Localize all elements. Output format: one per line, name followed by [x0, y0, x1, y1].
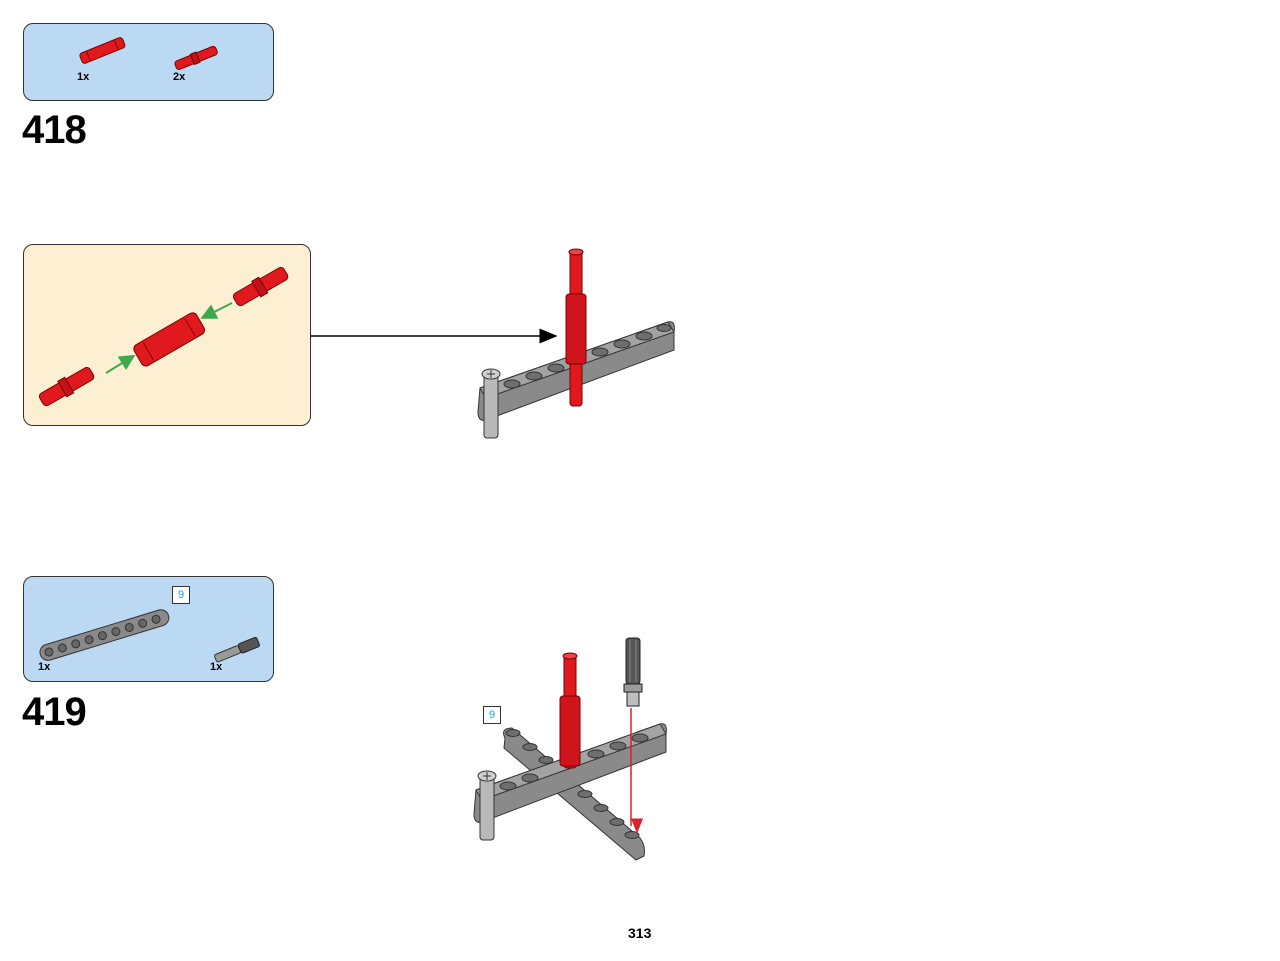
step-419-model — [473, 637, 667, 861]
gray-beam-9-icon — [39, 609, 170, 661]
red-axle-assembly — [565, 248, 587, 407]
red-axle-pin-icon — [38, 366, 95, 407]
red-axle-assembly — [559, 652, 581, 769]
red-axle-connector-icon — [79, 37, 126, 64]
step-number-419: 419 — [22, 690, 87, 734]
length-badge: 9 — [172, 586, 190, 604]
gray-pin-icon — [481, 368, 501, 439]
step-number-418: 418 — [22, 108, 87, 152]
part-qty: 1x — [77, 71, 90, 83]
step-418-model — [477, 248, 675, 439]
subassembly-callout — [23, 244, 311, 426]
parts-list-419-illustration — [39, 609, 260, 663]
part-qty: 2x — [173, 71, 186, 83]
gray-pin-icon — [477, 770, 497, 841]
red-axle-connector-icon — [133, 312, 206, 367]
parts-list-step-419: 1x 1x — [23, 576, 274, 682]
gray-pin-icon — [214, 636, 260, 663]
page-number: 313 — [628, 925, 652, 941]
part-qty: 1x — [210, 661, 223, 673]
parts-list-418-illustration — [79, 37, 218, 70]
red-axle-pin-icon — [174, 45, 218, 70]
gray-pin-icon — [623, 637, 643, 707]
parts-list-step-418: 1x 2x — [23, 23, 274, 101]
subassembly-illustration — [38, 266, 289, 407]
length-badge: 9 — [483, 706, 501, 724]
part-qty: 1x — [38, 661, 51, 673]
green-assembly-arrow — [105, 354, 136, 374]
red-axle-pin-icon — [232, 266, 289, 307]
green-assembly-arrow — [200, 302, 233, 319]
